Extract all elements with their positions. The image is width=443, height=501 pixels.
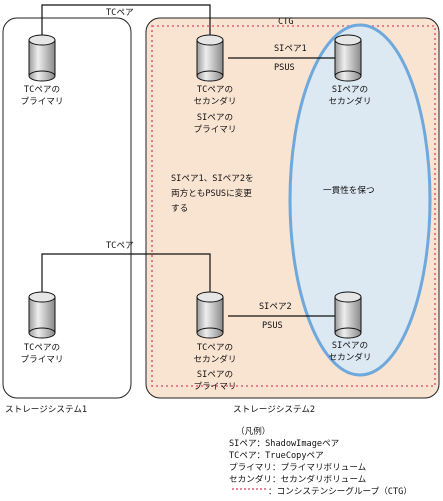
legend-title: （凡例） bbox=[236, 425, 270, 437]
volume-label-s2-bottom-right: SIペアの セカンダリ bbox=[329, 341, 372, 363]
volume-cylinder-s1-bottom bbox=[28, 291, 56, 339]
svg-text:セカンダリ: セカンダリ bbox=[329, 95, 372, 107]
volume-cylinder-s2-top-right bbox=[334, 34, 362, 82]
svg-text:SIペア1、SIペア2を: SIペア1、SIペア2を bbox=[171, 173, 254, 184]
legend-item-si: SIペア：ShadowImageペア bbox=[229, 439, 339, 449]
svg-text:プライマリ: プライマリ bbox=[21, 354, 64, 365]
storage-system-2-label: ストレージシステム2 bbox=[233, 404, 315, 415]
volume-cylinder-s2-bottom-left bbox=[196, 291, 224, 339]
legend-item-primary: プライマリ：プライマリボリューム bbox=[229, 462, 367, 473]
volume-label-s2-top-right: SIペアの セカンダリ bbox=[329, 85, 372, 107]
storage-system-1-box bbox=[2, 17, 132, 399]
tc-pair-top-line bbox=[41, 4, 211, 35]
ctg-group-box bbox=[151, 25, 436, 387]
psus-change-note: SIペア1、SIペア2を 両方ともPSUSに変更 する bbox=[171, 173, 254, 214]
si-pair-2-label: SIペア2 bbox=[259, 302, 292, 312]
svg-text:する: する bbox=[171, 203, 188, 214]
svg-text:プライマリ: プライマリ bbox=[21, 96, 64, 107]
tc-pair-bottom-label: TCペア bbox=[106, 241, 134, 251]
volume-label-s2-bottom-left: TCペアの セカンダリ SIペアの プライマリ bbox=[194, 343, 237, 392]
volume-label-s1-top: TCペアの プライマリ bbox=[21, 85, 64, 107]
svg-text:SIペアの: SIペアの bbox=[197, 370, 233, 380]
svg-text:TCペアの: TCペアの bbox=[197, 343, 233, 353]
ctg-label: CTG bbox=[278, 17, 294, 27]
svg-text:TCペアの: TCペアの bbox=[24, 343, 60, 353]
volume-label-s1-bottom: TCペアの プライマリ bbox=[21, 343, 64, 365]
si-pair-1-status: PSUS bbox=[274, 63, 295, 73]
volume-cylinder-s2-bottom-right bbox=[334, 291, 362, 339]
legend: （凡例） SIペア：ShadowImageペア TCペア：TrueCopyペア … bbox=[229, 425, 412, 497]
consistency-ellipse bbox=[288, 23, 432, 377]
svg-text:TCペアの: TCペアの bbox=[24, 85, 60, 95]
svg-text:SIペアの: SIペアの bbox=[332, 85, 368, 95]
volume-cylinder-s1-top bbox=[28, 34, 56, 82]
svg-text:セカンダリ: セカンダリ bbox=[194, 95, 237, 107]
si-pair-2-status: PSUS bbox=[262, 321, 283, 331]
legend-item-tc: TCペア：TrueCopyペア bbox=[229, 451, 324, 461]
si-pair-1-label: SIペア1 bbox=[274, 44, 307, 54]
consistency-label: 一貫性を保つ bbox=[323, 184, 375, 196]
svg-text:セカンダリ: セカンダリ bbox=[329, 351, 372, 363]
legend-item-secondary: セカンダリ：セカンダリボリューム bbox=[229, 473, 367, 485]
svg-text:セカンダリ: セカンダリ bbox=[194, 353, 237, 365]
svg-text:SIペアの: SIペアの bbox=[332, 341, 368, 351]
tc-pair-bottom-line bbox=[41, 253, 211, 292]
svg-text:TCペアの: TCペアの bbox=[197, 85, 233, 95]
volume-label-s2-top-left: TCペアの セカンダリ SIペアの プライマリ bbox=[194, 85, 237, 135]
storage-system-1-label: ストレージシステム1 bbox=[5, 404, 87, 415]
tc-pair-top-label: TCペア bbox=[106, 8, 134, 18]
svg-text:SIペアの: SIペアの bbox=[197, 113, 233, 123]
svg-text:両方ともPSUSに変更: 両方ともPSUSに変更 bbox=[171, 187, 252, 199]
svg-text:プライマリ: プライマリ bbox=[194, 381, 237, 392]
legend-item-ctg: ：コンシステンシーグループ（CTG） bbox=[268, 485, 412, 497]
volume-cylinder-s2-top-left bbox=[196, 34, 224, 82]
svg-text:プライマリ: プライマリ bbox=[194, 124, 237, 135]
